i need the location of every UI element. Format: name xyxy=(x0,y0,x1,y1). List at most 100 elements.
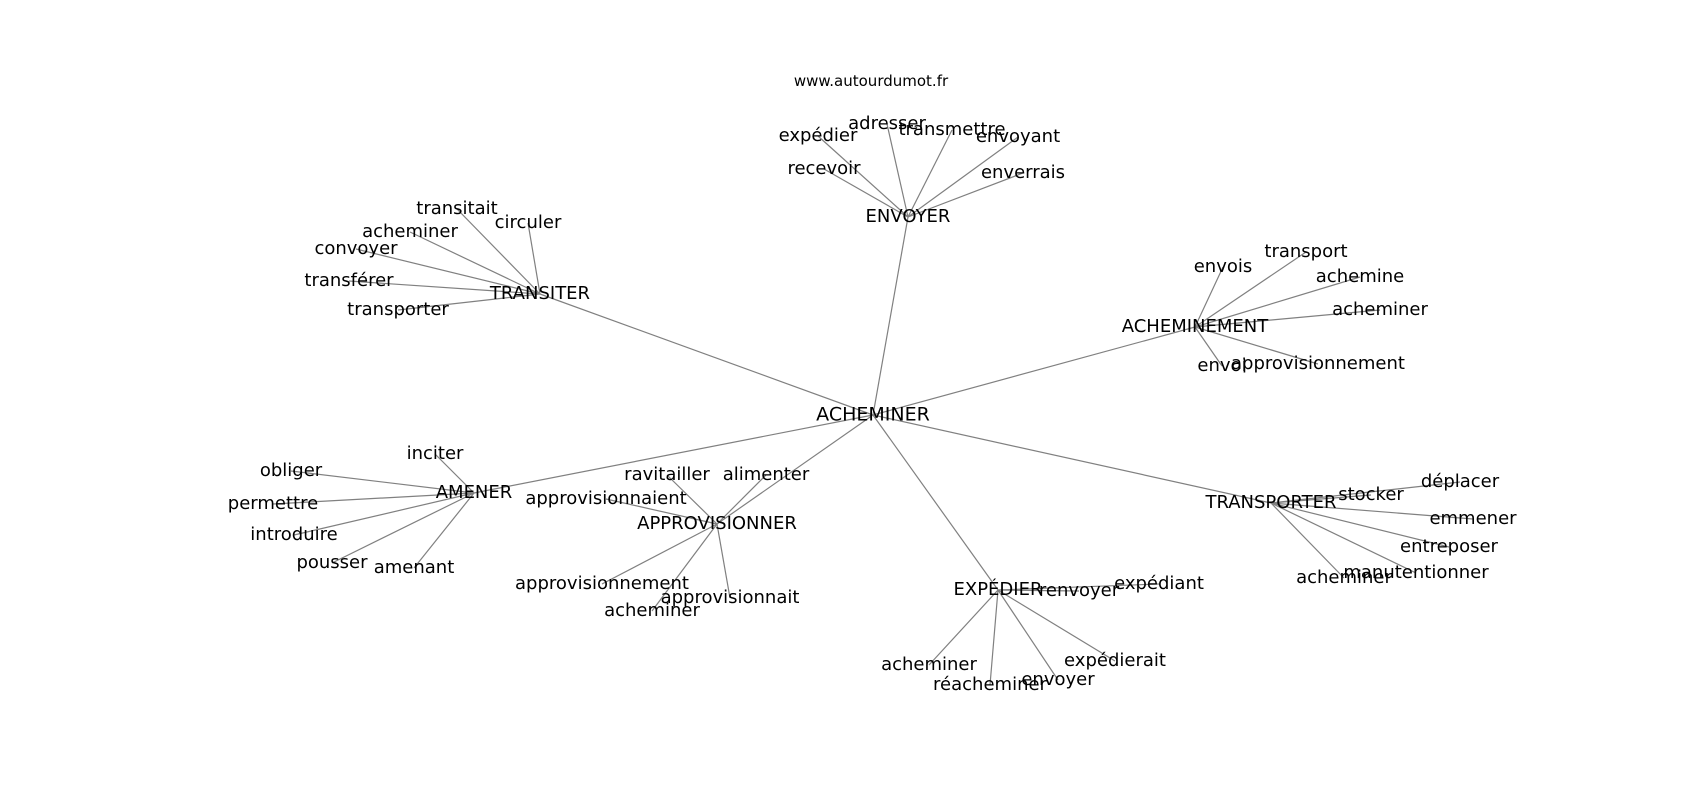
word-node-approvisionnait[interactable]: approvisionnait xyxy=(661,587,800,608)
edge-center-expedier xyxy=(872,414,999,591)
graph-edges xyxy=(272,123,1474,686)
word-node-pousser[interactable]: pousser xyxy=(296,552,368,573)
edge-amener-obliger xyxy=(290,470,475,494)
edge-transiter-convoyer xyxy=(355,248,541,295)
word-node-expediant[interactable]: expédiant xyxy=(1114,573,1204,594)
edge-center-approvisionner xyxy=(716,414,874,525)
edge-transporter-acheminer xyxy=(1270,502,1345,579)
word-node-inciter[interactable]: inciter xyxy=(407,443,464,464)
word-node-stocker[interactable]: stocker xyxy=(1338,484,1404,505)
hub-node-acheminement[interactable]: ACHEMINEMENT xyxy=(1122,316,1270,337)
edge-amener-introduire xyxy=(293,492,475,536)
edge-transporter-deplacer xyxy=(1270,481,1461,504)
edge-transiter-transporter xyxy=(397,293,541,311)
word-node-acheminer[interactable]: acheminer xyxy=(1332,299,1428,320)
edge-amener-pousser xyxy=(331,492,475,564)
edge-approvisionner-approvisionnement xyxy=(601,523,718,585)
word-node-alimenter[interactable]: alimenter xyxy=(723,464,810,485)
word-node-acheminer[interactable]: acheminer xyxy=(362,221,458,242)
word-node-reacheminer[interactable]: réacheminer xyxy=(933,674,1048,695)
edge-approvisionner-acheminer xyxy=(651,523,718,612)
edge-envoyer-enverrais xyxy=(907,172,1024,218)
word-node-emmener[interactable]: emmener xyxy=(1429,508,1517,529)
edge-approvisionner-ravitailler xyxy=(666,474,718,525)
word-node-approvisionnement[interactable]: approvisionnement xyxy=(1231,353,1405,374)
word-node-acheminer[interactable]: acheminer xyxy=(1296,567,1392,588)
edge-transiter-acheminer xyxy=(409,231,541,295)
edge-amener-permettre xyxy=(272,492,475,505)
edge-transiter-circuler xyxy=(527,222,541,295)
word-node-achemine[interactable]: achemine xyxy=(1316,266,1404,287)
graph-labels: ACHEMINER ENVOYER expédieradressertransmet… xyxy=(228,113,1517,695)
word-node-envoyant[interactable]: envoyant xyxy=(976,126,1060,147)
word-node-acheminer[interactable]: acheminer xyxy=(604,600,700,621)
edge-expedier-renvoyer xyxy=(997,589,1080,592)
edge-approvisionner-approvisionnaient xyxy=(605,498,718,525)
edge-acheminement-approvisionnement xyxy=(1194,326,1319,365)
edge-approvisionner-approvisionnait xyxy=(716,523,731,599)
edge-transporter-entreposer xyxy=(1270,502,1450,548)
word-node-acheminer[interactable]: acheminer xyxy=(881,654,977,675)
edge-amener-amenant xyxy=(413,492,475,569)
edge-envoyer-adresser xyxy=(886,123,909,218)
hub-node-transiter[interactable]: TRANSITER xyxy=(489,283,590,304)
word-node-approvisionnement[interactable]: approvisionnement xyxy=(515,573,689,594)
hub-node-transporter[interactable]: TRANSPORTER xyxy=(1204,492,1336,513)
hub-node-approvisionner[interactable]: APPROVISIONNER xyxy=(637,513,797,534)
edge-expedier-reacheminer xyxy=(989,589,999,686)
word-node-recevoir[interactable]: recevoir xyxy=(787,158,861,179)
word-node-convoyer[interactable]: convoyer xyxy=(314,238,398,259)
word-node-transporter[interactable]: transporter xyxy=(347,299,449,320)
word-node-renvoyer[interactable]: renvoyer xyxy=(1039,580,1120,601)
word-node-transmettre[interactable]: transmettre xyxy=(898,119,1005,140)
edge-acheminement-acheminer xyxy=(1194,309,1381,328)
edge-envoyer-expedier xyxy=(817,135,909,218)
word-node-expedierait[interactable]: expédierait xyxy=(1064,650,1166,671)
edge-expedier-acheminer xyxy=(928,589,999,666)
word-node-manutentionner[interactable]: manutentionner xyxy=(1343,562,1489,583)
word-node-envois[interactable]: envois xyxy=(1194,256,1253,277)
word-node-deplacer[interactable]: déplacer xyxy=(1421,471,1500,492)
site-url[interactable]: www.autourdumot.fr xyxy=(793,72,949,90)
word-node-adresser[interactable]: adresser xyxy=(848,113,926,134)
word-node-amenant[interactable]: amenant xyxy=(374,557,455,578)
edge-envoyer-recevoir xyxy=(823,168,909,218)
hub-node-expedier[interactable]: EXPÉDIER xyxy=(954,578,1043,600)
edge-center-acheminement xyxy=(872,326,1196,416)
word-node-ravitailler[interactable]: ravitailler xyxy=(624,464,710,485)
edge-expedier-expediant xyxy=(997,583,1160,591)
word-node-transport[interactable]: transport xyxy=(1264,241,1347,262)
center-node[interactable]: ACHEMINER xyxy=(816,404,930,426)
edge-expedier-expedierait xyxy=(997,589,1116,662)
edge-transporter-emmener xyxy=(1270,502,1474,520)
word-node-transitait[interactable]: transitait xyxy=(416,198,497,219)
word-node-envoyer[interactable]: envoyer xyxy=(1021,669,1095,690)
edge-center-amener xyxy=(473,414,874,494)
edge-acheminement-achemine xyxy=(1194,276,1361,328)
hub-node-amener[interactable]: AMENER xyxy=(436,482,513,503)
word-node-permettre[interactable]: permettre xyxy=(228,493,318,514)
word-node-enverrais[interactable]: enverrais xyxy=(981,162,1065,183)
hub-node-envoyer[interactable]: ENVOYER xyxy=(866,206,951,227)
edge-center-envoyer xyxy=(872,216,909,416)
word-node-envoi[interactable]: envoi xyxy=(1197,355,1246,376)
edge-acheminement-envoi xyxy=(1194,326,1223,367)
edge-envoyer-transmettre xyxy=(907,129,953,218)
edge-acheminement-envois xyxy=(1194,266,1224,328)
edge-envoyer-envoyant xyxy=(907,136,1019,218)
edge-transporter-manutentionner xyxy=(1270,502,1417,574)
word-node-approvisionnaient[interactable]: approvisionnaient xyxy=(525,488,686,509)
word-node-introduire[interactable]: introduire xyxy=(250,524,337,545)
edge-transiter-transitait xyxy=(456,208,541,295)
edge-center-transporter xyxy=(872,414,1272,504)
word-node-circuler[interactable]: circuler xyxy=(495,212,562,233)
edge-approvisionner-alimenter xyxy=(716,474,767,525)
word-node-entreposer[interactable]: entreposer xyxy=(1400,536,1499,557)
edge-amener-inciter xyxy=(434,453,475,494)
word-node-transferer[interactable]: transférer xyxy=(304,270,394,291)
word-node-obliger[interactable]: obliger xyxy=(260,460,323,481)
edge-acheminement-transport xyxy=(1194,251,1307,328)
edge-expedier-envoyer xyxy=(997,589,1059,681)
word-node-expedier[interactable]: expédier xyxy=(779,125,858,146)
